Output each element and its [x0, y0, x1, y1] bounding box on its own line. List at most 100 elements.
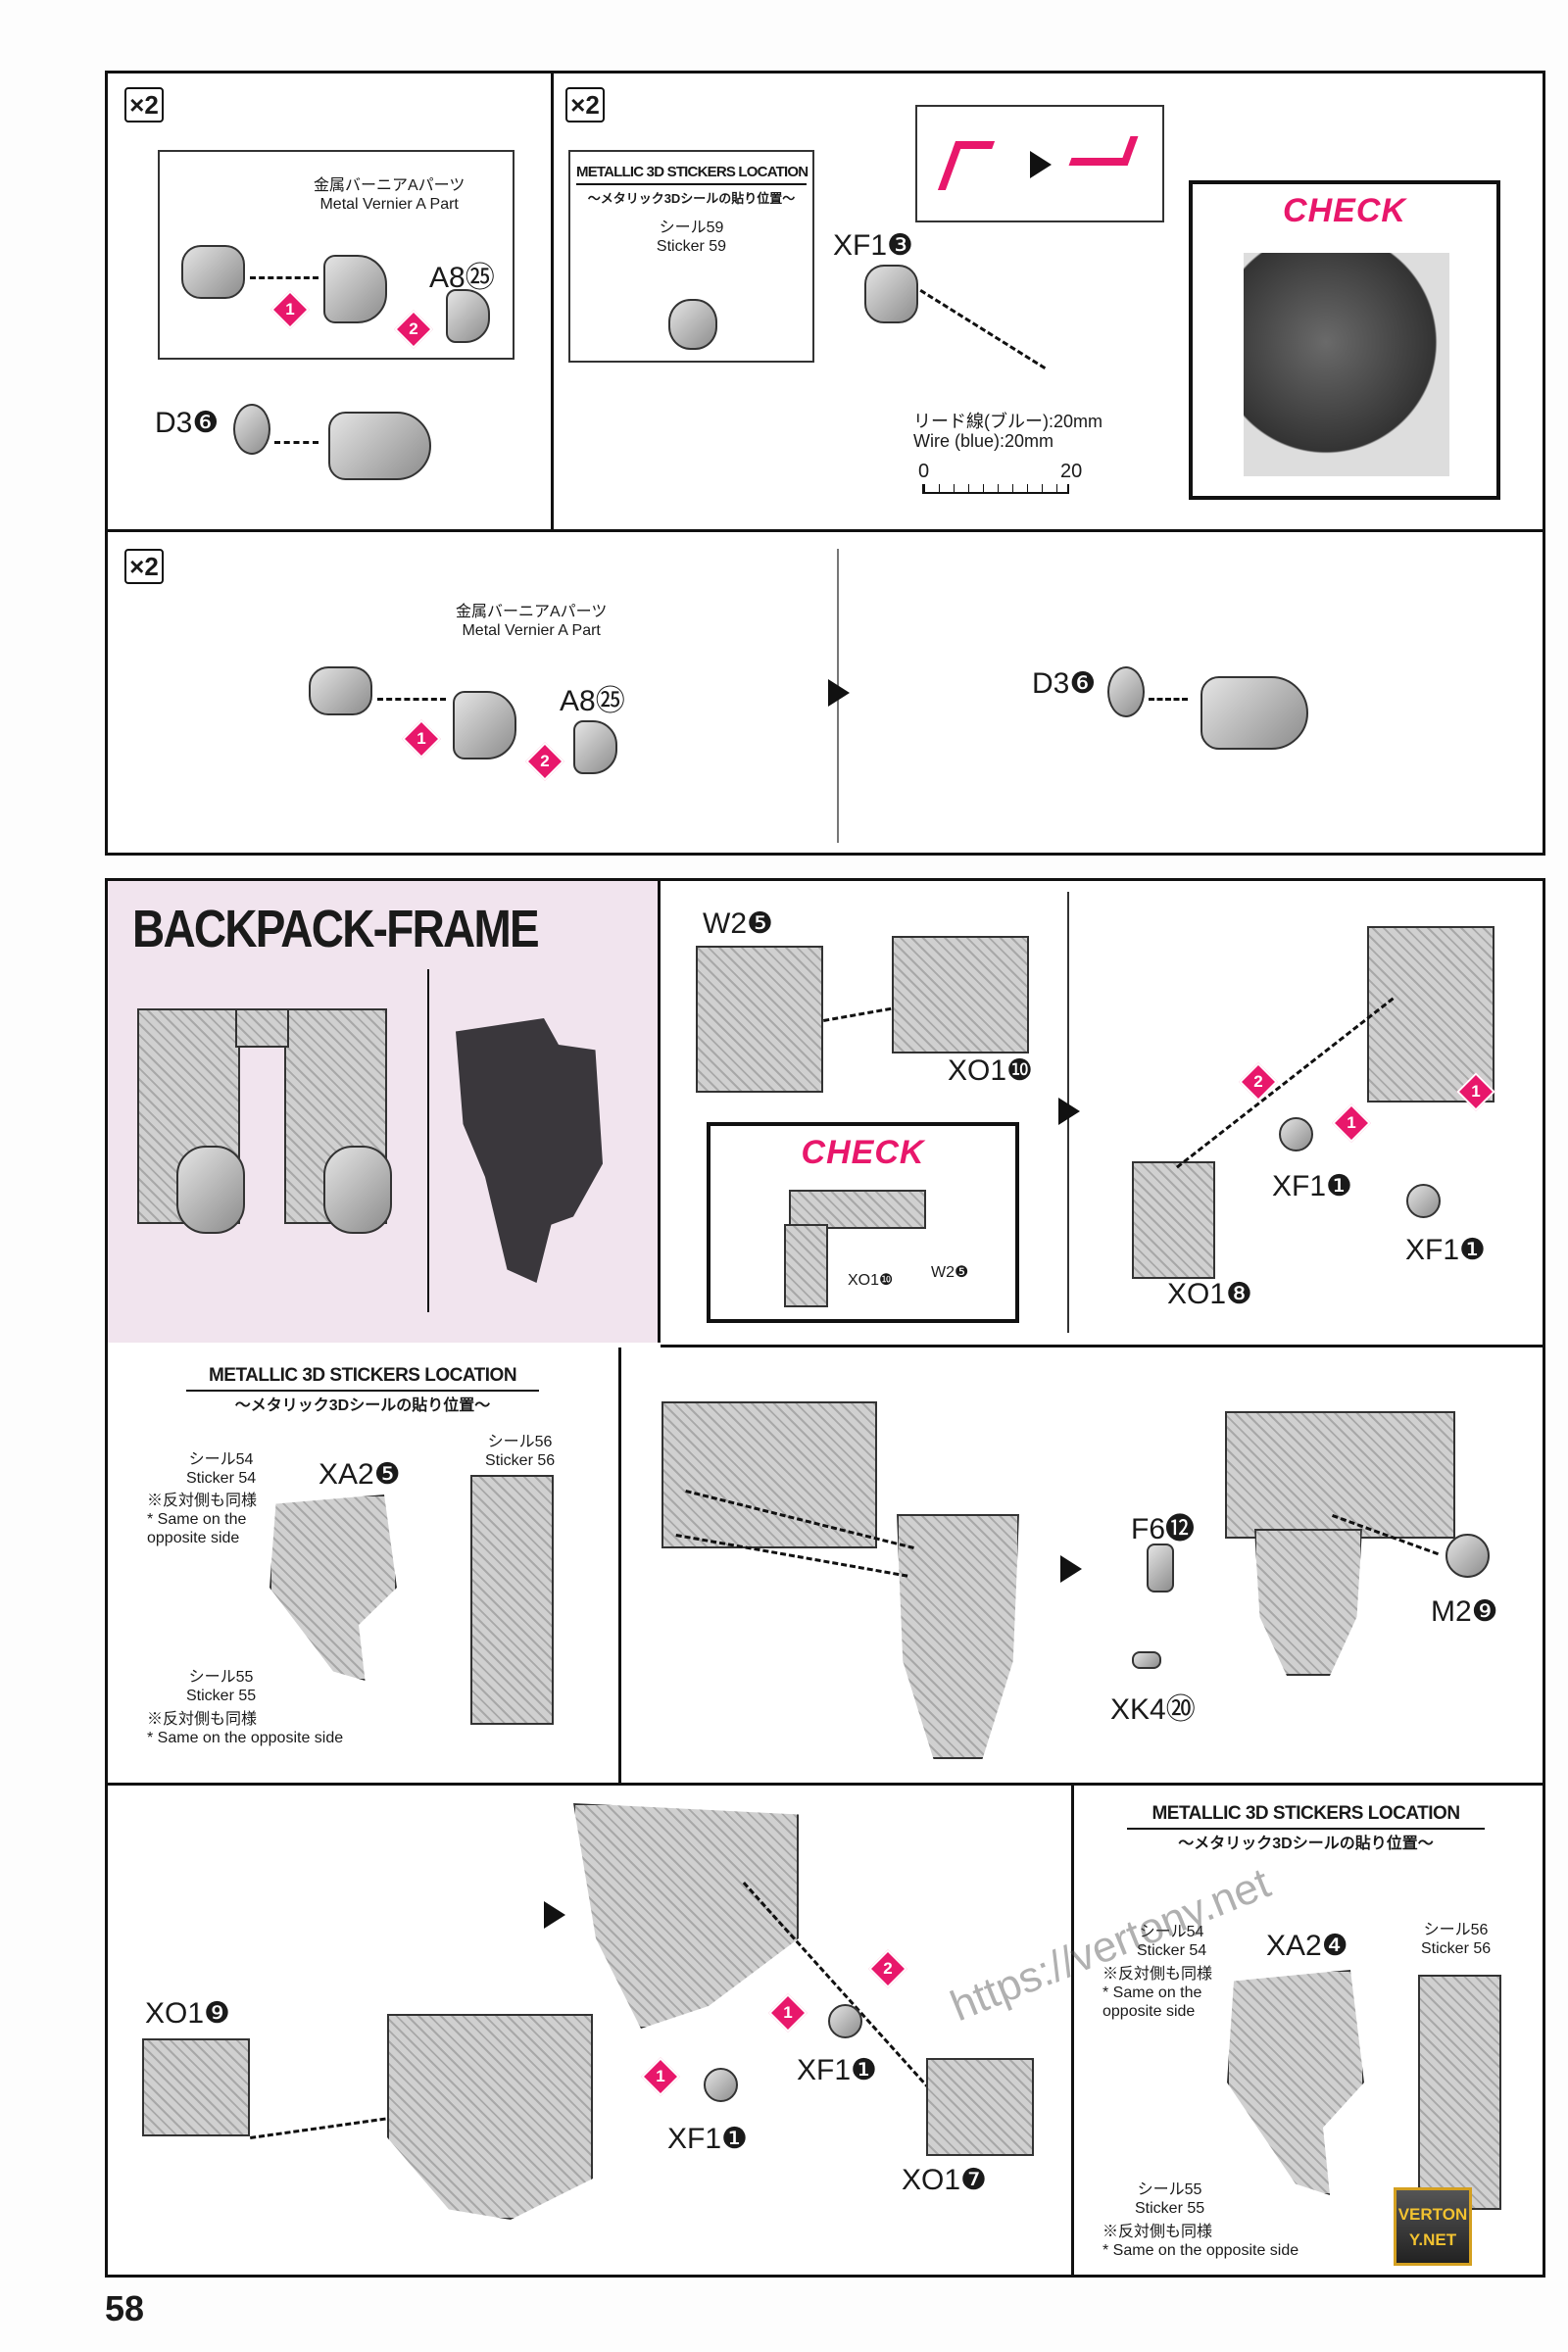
xf1-part [1406, 1184, 1441, 1218]
sticker-location-a: METALLIC 3D STICKERS LOCATION ～メタリック3Dシー… [186, 1365, 539, 1415]
part-xf1-label: XF1❶ [1405, 1234, 1486, 1266]
part-xo1-9-label: XO1❾ [145, 1997, 230, 2030]
note-en: * Same on the opposite side [1102, 2242, 1299, 2259]
metal-vernier-part [453, 691, 516, 760]
xo1-9-part [142, 2038, 250, 2136]
check-photo [1244, 253, 1449, 476]
vernier-base-part [181, 245, 245, 299]
xo1-8-part [1132, 1161, 1215, 1279]
sticker-heading-jp: ～メタリック3Dシールの貼り位置～ [234, 1397, 491, 1414]
next-step-arrow [544, 1901, 565, 1929]
watermark-logo: VERTONY.NET [1394, 2187, 1472, 2266]
part-xk4-label: XK4⑳ [1110, 1693, 1196, 1726]
divider [661, 1345, 1545, 1348]
check-w2-label: W2❺ [931, 1264, 969, 1281]
xf1-part [864, 265, 918, 323]
part-a8-label: A8㉕ [560, 685, 625, 717]
sticker-heading-jp: ～メタリック3Dシールの貼り位置～ [1178, 1836, 1434, 1852]
part-f6-label: F6⓬ [1131, 1513, 1196, 1545]
a8-part [446, 289, 490, 343]
note-jp: ※反対側も同様 [147, 1711, 258, 1728]
wire-en: Wire (blue):20mm [913, 431, 1054, 451]
sticker-jp: シール55 [1137, 2181, 1202, 2198]
section-title: BACKPACK-FRAME [132, 900, 540, 958]
sticker-en: Sticker 55 [1135, 2200, 1205, 2217]
wire-jp: リード線(ブルー):20mm [913, 412, 1102, 431]
scale-min: 0 [918, 461, 930, 482]
wire-detail-box [915, 105, 1164, 222]
label-en: Metal Vernier A Part [319, 196, 459, 213]
divider [1071, 1786, 1074, 2276]
note-en: * Same on the opposite side [1102, 1984, 1202, 2020]
multiplier-badge: ×2 [565, 87, 605, 122]
title-panel: BACKPACK-FRAME [108, 881, 661, 1343]
label-en: Metal Vernier A Part [462, 622, 601, 639]
wire-after-icon [1068, 136, 1139, 166]
part-xo1-label: XO1❿ [948, 1054, 1033, 1087]
w2-part [696, 946, 823, 1093]
part-xf1-label: XF1❸ [833, 229, 913, 262]
page-number: 58 [105, 2288, 145, 2328]
part-xa2-label: XA2❺ [318, 1458, 401, 1491]
a8-part [573, 720, 617, 774]
part-d3-label: D3❻ [155, 407, 220, 439]
sticker-jp: シール54 [1139, 1924, 1204, 1940]
xo1-7-part [926, 2058, 1034, 2156]
backpack-assembly [1225, 1411, 1455, 1539]
metal-vernier-part [323, 255, 387, 323]
divider [618, 1348, 621, 1783]
backpack-frame-bridge [235, 1008, 289, 1048]
part-xo1-label: XO1❽ [1167, 1278, 1252, 1310]
xf1-part [1279, 1117, 1313, 1152]
assembly-line [274, 441, 318, 444]
same-side-note: ※反対側も同様 * Same on the opposite side [1102, 2223, 1298, 2260]
callout-box [158, 150, 514, 360]
sticker-en: Sticker 54 [186, 1470, 257, 1487]
divider [427, 969, 429, 1312]
sticker-heading-jp: ～メタリック3Dシールの貼り位置～ [587, 191, 796, 206]
divider [551, 71, 554, 531]
scale-max: 20 [1060, 461, 1083, 482]
next-step-arrow [1058, 1098, 1080, 1125]
thruster-illustration [176, 1146, 245, 1234]
sticker-heading: METALLIC 3D STICKERS LOCATION [576, 164, 808, 185]
note-jp: ※反対側も同様 [147, 1493, 258, 1509]
d3-part [1107, 666, 1145, 717]
backpack-half [662, 1401, 877, 1548]
sticker-en: Sticker 59 [656, 238, 727, 255]
check-illustration [784, 1224, 828, 1307]
vernier-assembly [1200, 676, 1308, 750]
sticker-56-part [470, 1475, 554, 1725]
divider [105, 1783, 1545, 1786]
sticker-56-part [1418, 1975, 1501, 2210]
note-en: * Same on the opposite side [147, 1730, 344, 1746]
xo1-part [892, 936, 1029, 1054]
m2-part [1446, 1534, 1490, 1578]
sticker-heading: METALLIC 3D STICKERS LOCATION [1127, 1803, 1485, 1830]
same-side-note: ※反対側も同様 * Same on the opposite side [147, 1710, 343, 1747]
sticker-heading: METALLIC 3D STICKERS LOCATION [186, 1365, 539, 1392]
sticker-part [668, 299, 717, 350]
sticker-en: Sticker 54 [1137, 1942, 1207, 1959]
sticker-jp: シール56 [1423, 1922, 1489, 1938]
check-title: CHECK [801, 1134, 925, 1171]
label-jp: 金属バーニアAパーツ [314, 177, 466, 194]
check-illustration [789, 1190, 926, 1229]
sticker-jp: シール54 [188, 1451, 254, 1468]
sticker-location-box: METALLIC 3D STICKERS LOCATION ～メタリック3Dシー… [568, 150, 814, 363]
check-title: CHECK [1283, 192, 1406, 229]
multiplier-badge: ×2 [124, 549, 164, 584]
sticker-en: Sticker 55 [186, 1688, 257, 1704]
part-d3-label: D3❻ [1032, 667, 1097, 700]
note-jp: ※反対側も同様 [1102, 2224, 1213, 2240]
sticker-jp: シール56 [487, 1434, 553, 1450]
part-xf1-label: XF1❶ [667, 2123, 748, 2155]
part-a8-label: A8㉕ [429, 262, 495, 294]
d3-part [233, 404, 270, 455]
assembly-line [377, 698, 446, 701]
